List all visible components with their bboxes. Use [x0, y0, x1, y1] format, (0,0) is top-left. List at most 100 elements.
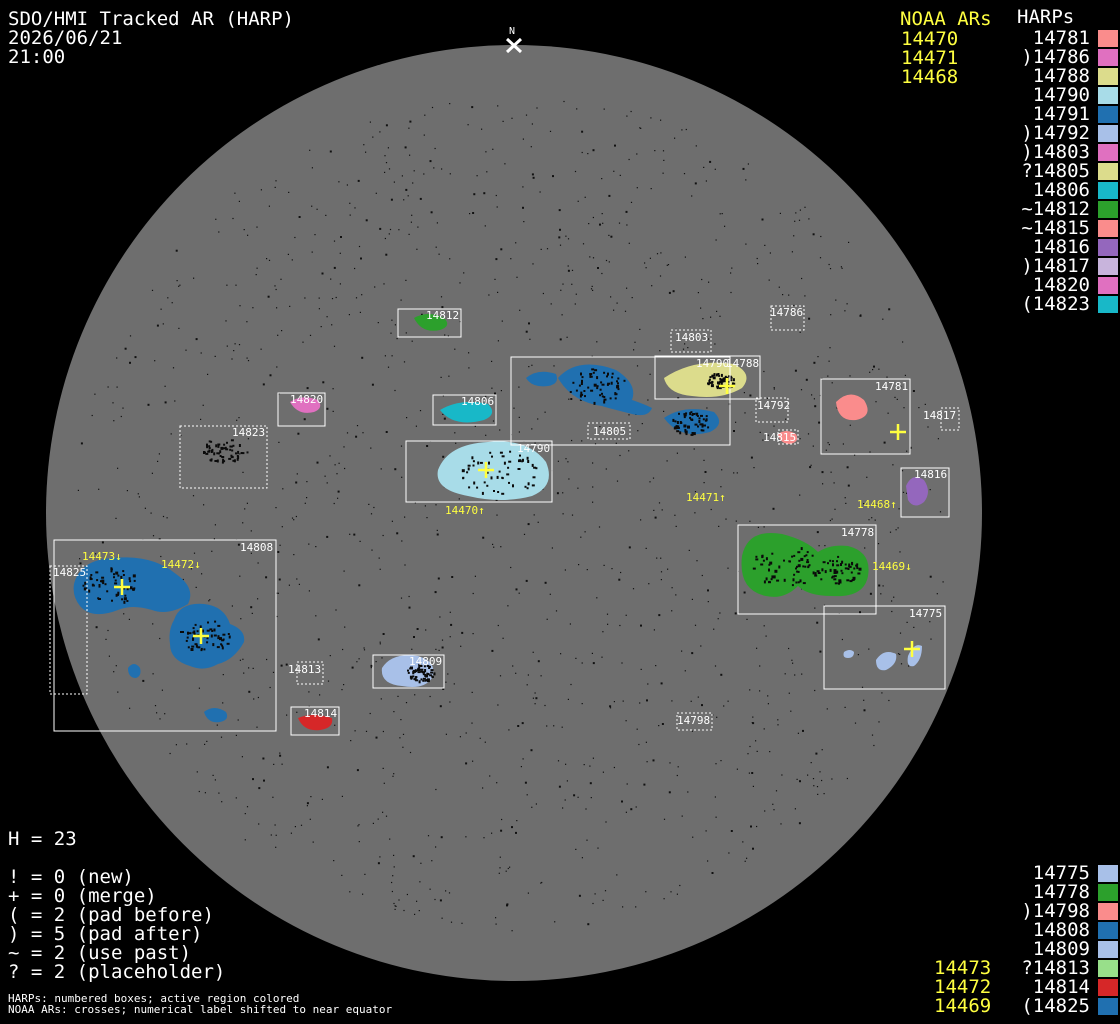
region-14808a	[73, 557, 191, 615]
harp-color-swatch	[1098, 163, 1118, 180]
box-label-14816: 14816	[914, 468, 947, 481]
status-code-line: ~ = 2 (use past)	[8, 942, 192, 964]
box-label-14808: 14808	[240, 541, 273, 554]
harp-legend-label: 14778	[1021, 881, 1090, 903]
harp-box-14803	[670, 329, 712, 353]
box-label-14813: 14813	[288, 663, 321, 676]
status-code-line: ) = 5 (pad after)	[8, 923, 203, 945]
harp-box-14813	[296, 661, 324, 685]
harp-legend-label: 14781	[1021, 27, 1090, 49]
box-label-14790a: 14790	[696, 357, 729, 370]
harp-color-swatch	[1098, 884, 1118, 901]
harp-legend-label: 14816	[1021, 236, 1090, 258]
region-14820	[290, 397, 321, 413]
harp-legend-label: ~14815	[1021, 217, 1090, 239]
harp-box-14781	[820, 378, 911, 455]
noaa-label-14470: 14470↑	[445, 504, 485, 517]
harp-color-swatch	[1098, 201, 1118, 218]
status-code-line: + = 0 (merge)	[8, 885, 157, 907]
harp-color-swatch	[1098, 144, 1118, 161]
box-label-14790: 14790	[517, 442, 550, 455]
harps-legend-title: HARPs	[1017, 6, 1075, 28]
harp-legend-label: (14823	[1021, 293, 1090, 315]
harp-color-swatch	[1098, 68, 1118, 85]
noaa-ar-item: 14473	[934, 957, 992, 979]
status-code-line: ? = 2 (placeholder)	[8, 961, 226, 983]
box-label-14775: 14775	[909, 607, 942, 620]
harp-box-14791	[510, 356, 731, 446]
noaa-ar-item: 14470	[901, 28, 959, 50]
harp-box-14775	[823, 605, 946, 690]
noaa-cross-14471	[719, 378, 735, 394]
box-label-14803: 14803	[675, 331, 708, 344]
harp-color-swatch	[1098, 277, 1118, 294]
harp-box-14792	[755, 397, 789, 423]
harp-box-14808	[53, 539, 277, 732]
footer-note-1: HARPs: numbered boxes; active region col…	[8, 992, 300, 1005]
harp-legend-label: )14798	[1021, 900, 1090, 922]
harp-color-swatch	[1098, 87, 1118, 104]
harp-legend-label: 14806	[1021, 179, 1090, 201]
region-14806	[440, 402, 493, 423]
harp-box-14820	[277, 392, 326, 427]
noaa-ar-item: 14468	[901, 66, 959, 88]
harp-color-swatch	[1098, 258, 1118, 275]
harp-color-swatch	[1098, 220, 1118, 237]
harp-box-14786	[770, 305, 805, 331]
harp-count: H = 23	[8, 828, 77, 850]
harp-color-swatch	[1098, 903, 1118, 920]
harp-legend-label: 14814	[1021, 976, 1090, 998]
box-label-14817: 14817	[923, 409, 956, 422]
noaa-label-14473: 14473↓	[82, 550, 122, 563]
harp-color-swatch	[1098, 998, 1118, 1015]
harp-legend-label: )14786	[1021, 46, 1090, 68]
harp-legend-label: 14808	[1021, 919, 1090, 941]
harp-color-swatch	[1098, 296, 1118, 313]
noaa-label-14469: 14469↓	[872, 560, 912, 573]
noaa-cross-14469	[904, 641, 920, 657]
harp-color-swatch	[1098, 960, 1118, 977]
harp-box-14823	[179, 425, 268, 489]
harp-box-14809	[372, 654, 445, 689]
region-14775c	[843, 650, 854, 658]
box-label-14798: 14798	[677, 714, 710, 727]
region-14812	[414, 314, 448, 331]
harp-legend-label: 14788	[1021, 65, 1090, 87]
box-label-14812: 14812	[426, 309, 459, 322]
noaa-ar-item: 14472	[934, 976, 992, 998]
harp-color-swatch	[1098, 125, 1118, 142]
harp-box-14778	[737, 524, 877, 615]
harp-color-swatch	[1098, 979, 1118, 996]
harp-box-14806	[432, 394, 497, 426]
harp-legend-label: 14775	[1021, 862, 1090, 884]
harp-box-14790	[405, 440, 553, 503]
north-x-icon	[505, 37, 523, 54]
harp-color-swatch	[1098, 30, 1118, 47]
harp-box-14812	[397, 308, 462, 338]
harp-color-swatch	[1098, 49, 1118, 66]
footer-note-2: NOAA ARs: crosses; numerical label shift…	[8, 1003, 393, 1016]
noaa-ar-item: 14469	[934, 995, 992, 1017]
harp-box-14788	[654, 355, 761, 400]
time-label: 21:00	[8, 46, 66, 68]
noaa-legend-title: NOAA ARs	[900, 8, 992, 30]
harp-box-14815	[777, 429, 799, 445]
harp-box-14814	[290, 706, 340, 736]
box-label-14815: 14815	[763, 431, 796, 444]
noaa-label-14472: 14472↓	[161, 558, 201, 571]
box-label-14806: 14806	[461, 395, 494, 408]
harp-color-swatch	[1098, 182, 1118, 199]
region-14816	[906, 477, 928, 506]
harp-legend-label: )14817	[1021, 255, 1090, 277]
box-label-14825: 14825	[53, 566, 86, 579]
harp-legend-label: )14792	[1021, 122, 1090, 144]
region-14808d	[204, 708, 228, 723]
region-14775a	[876, 652, 897, 671]
box-label-14805: 14805	[593, 425, 626, 438]
status-code-line: ! = 0 (new)	[8, 866, 134, 888]
box-label-14788: 14788	[726, 357, 759, 370]
box-label-14786: 14786	[770, 306, 803, 319]
harp-legend-label: 14790	[1021, 84, 1090, 106]
region-14791a	[526, 371, 557, 387]
